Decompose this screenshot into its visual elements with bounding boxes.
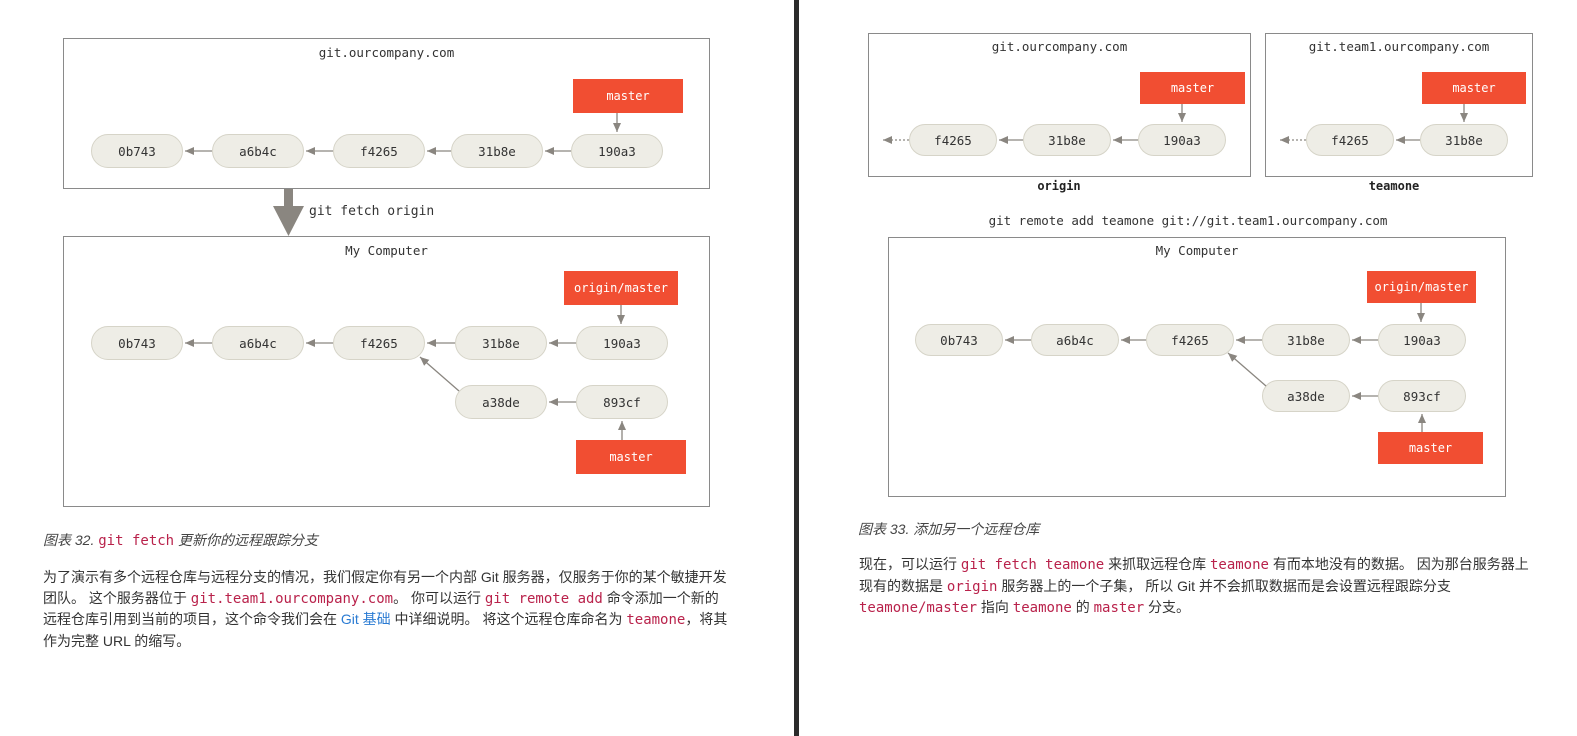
text: 服务器上的一个子集， 所以 Git 并不会抓取数据而是会设置远程跟踪分支 (997, 577, 1451, 594)
text: 中详细说明。 将这个远程仓库命名为 (390, 611, 627, 627)
commit-node: f4265 (1146, 324, 1234, 356)
commit-node: 0b743 (915, 324, 1003, 356)
commit-node: 190a3 (576, 326, 668, 360)
text: 。 你可以运行 (393, 589, 485, 606)
commit-node: f4265 (1306, 124, 1394, 156)
commit-node: a6b4c (1031, 324, 1119, 356)
caption-prefix: 图表 32. (43, 532, 99, 548)
text: ，将其作为完整 URL 的缩写。 (43, 611, 728, 649)
text: 来抓取远程仓库 (1104, 556, 1210, 572)
text: 指向 (977, 599, 1013, 615)
inline-code: git fetch teamone (960, 557, 1105, 573)
inline-code: teamone (626, 612, 686, 628)
text: 现在，可以运行 (859, 556, 961, 572)
commit-node: f4265 (333, 134, 425, 168)
page-divider (794, 0, 799, 736)
inline-code: teamone (1012, 600, 1072, 616)
commit-node: f4265 (909, 124, 997, 156)
commit-node: 190a3 (1138, 124, 1226, 156)
right-page: git.ourcompany.com f4265 31b8e 190a3 mas… (799, 0, 1577, 736)
inline-code: origin (946, 578, 998, 595)
git-basics-link[interactable]: Git 基础 (340, 611, 391, 627)
commit-node: 31b8e (1420, 124, 1508, 156)
local-title: My Computer (345, 243, 428, 258)
branch-label-origin-master: origin/master (564, 271, 678, 305)
commit-node: a38de (1262, 380, 1350, 412)
inline-code: teamone/master (859, 600, 978, 616)
branch-label-master: master (573, 79, 683, 113)
teamone-server-title: git.team1.ourcompany.com (1308, 39, 1490, 54)
text: 有而本地没有的数据。 因为那台服务器上现有的数据是 (859, 556, 1529, 594)
branch-label-master: master (1140, 72, 1245, 104)
commit-node: 190a3 (571, 134, 663, 168)
origin-label: origin (1037, 179, 1081, 193)
commit-node: f4265 (333, 326, 425, 360)
text: 的 (1071, 599, 1094, 615)
figure-caption: 图表 33. 添加另一个远程仓库 (858, 521, 1040, 537)
text: 分支。 (1144, 599, 1191, 615)
branch-label-master: master (1378, 432, 1483, 464)
commit-node: 0b743 (91, 326, 183, 360)
teamone-label: teamone (1368, 179, 1420, 193)
branch-label-master: master (1422, 72, 1526, 104)
commit-node: 0b743 (91, 134, 183, 168)
commit-node: 31b8e (1023, 124, 1111, 156)
server-title: git.ourcompany.com (318, 45, 455, 60)
inline-code: master (1093, 600, 1145, 616)
text: 命令添加一个新的远程仓库引用到当前的项目，这个命令我们会在 (43, 589, 719, 628)
origin-server-title: git.ourcompany.com (991, 39, 1128, 54)
commit-node: 31b8e (455, 326, 547, 360)
left-page: git.ourcompany.com 0b743 a6b4c f4265 31b… (43, 38, 728, 651)
caption-code: git fetch (98, 533, 175, 549)
caption-suffix: 更新你的远程跟踪分支 (174, 532, 318, 548)
inline-code: git.team1.ourcompany.com (190, 590, 394, 607)
commit-node: a6b4c (212, 134, 304, 168)
inline-code: teamone (1209, 557, 1269, 573)
branch-label-master: master (576, 440, 686, 474)
remote-add-command: git remote add teamone git://git.team1.o… (988, 213, 1388, 228)
fetch-command-label: git fetch origin (309, 204, 435, 219)
commit-node: a6b4c (212, 326, 304, 360)
commit-node: 190a3 (1378, 324, 1466, 356)
body-paragraph: 现在，可以运行 git fetch teamone 来抓取远程仓库 teamon… (859, 554, 1539, 619)
text: 为了演示有多个远程仓库与远程分支的情况，我们假定你有另一个内部 Git 服务器，… (43, 569, 727, 606)
commit-node: 31b8e (1262, 324, 1350, 356)
local-title: My Computer (1155, 243, 1239, 258)
body-paragraph: 为了演示有多个远程仓库与远程分支的情况，我们假定你有另一个内部 Git 服务器，… (43, 567, 728, 651)
commit-node: 893cf (576, 385, 668, 419)
commit-node: 31b8e (451, 134, 543, 168)
inline-code: git remote add (484, 590, 603, 607)
commit-node: 893cf (1378, 380, 1466, 412)
branch-label-origin-master: origin/master (1367, 271, 1476, 303)
commit-node: a38de (455, 385, 547, 419)
figure-caption: 图表 32. git fetch 更新你的远程跟踪分支 (43, 530, 318, 550)
